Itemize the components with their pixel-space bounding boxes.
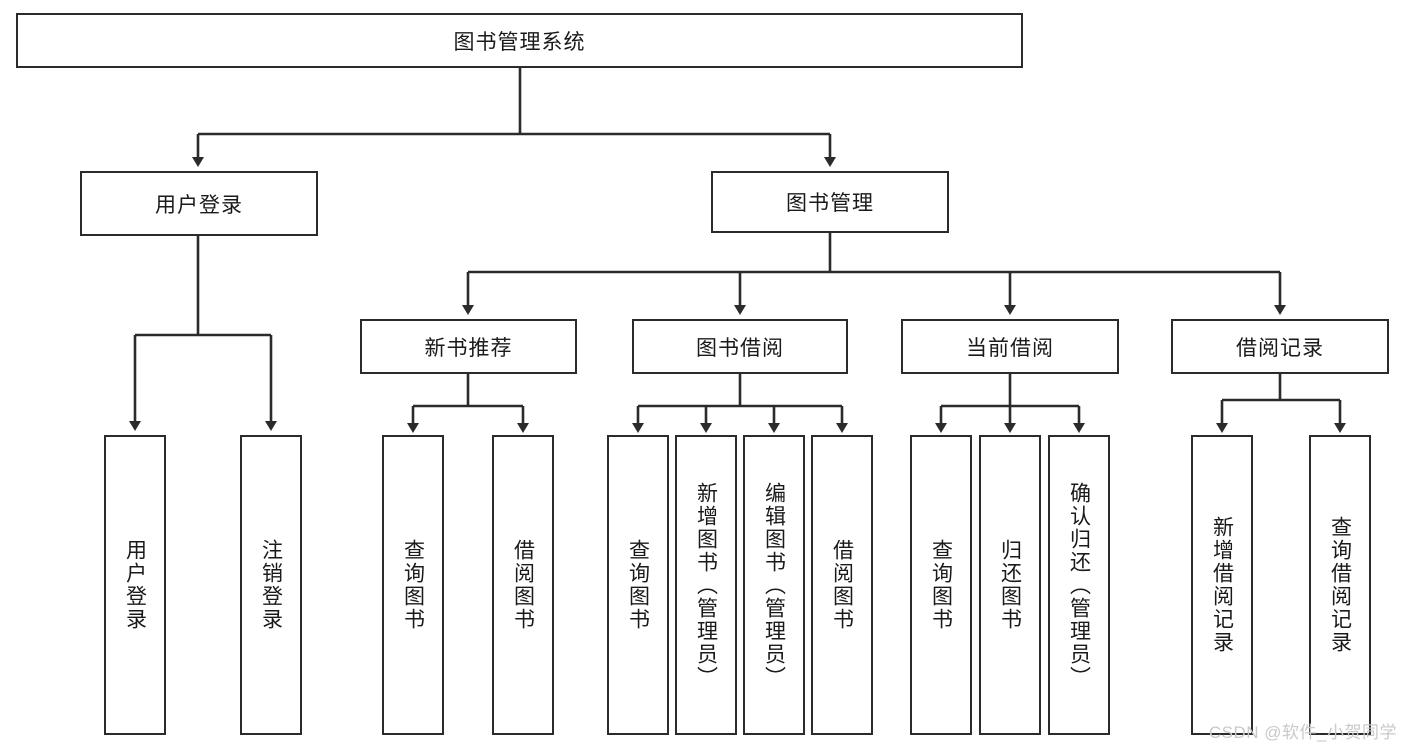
node-label: 查询借阅记录 bbox=[1328, 516, 1352, 654]
node-label: 借阅记录 bbox=[1236, 336, 1324, 360]
node-root-system[interactable]: 图书管理系统 bbox=[16, 13, 1023, 68]
leaf-borrow-book[interactable]: 借阅图书 bbox=[811, 435, 873, 735]
node-label: 用户登录 bbox=[155, 193, 243, 217]
node-label: 新增图书（管理员） bbox=[694, 481, 718, 689]
node-label: 查询图书 bbox=[626, 539, 650, 631]
leaf-user-login[interactable]: 用户登录 bbox=[104, 435, 166, 735]
node-label: 借阅图书 bbox=[830, 539, 854, 631]
node-label: 图书借阅 bbox=[696, 336, 784, 360]
leaf-user-logout[interactable]: 注销登录 bbox=[240, 435, 302, 735]
leaf-current-confirm-return[interactable]: 确认归还（管理员） bbox=[1048, 435, 1110, 735]
node-book-borrow[interactable]: 图书借阅 bbox=[632, 319, 848, 374]
node-label: 借阅图书 bbox=[511, 539, 535, 631]
node-label: 新书推荐 bbox=[424, 336, 513, 360]
node-label: 查询图书 bbox=[401, 539, 425, 631]
leaf-current-query-book[interactable]: 查询图书 bbox=[910, 435, 972, 735]
leaf-borrow-query-book[interactable]: 查询图书 bbox=[607, 435, 669, 735]
node-borrow-record[interactable]: 借阅记录 bbox=[1171, 319, 1389, 374]
leaf-borrow-edit-book[interactable]: 编辑图书（管理员） bbox=[743, 435, 805, 735]
watermark-text: CSDN @软件_小贺同学 bbox=[1208, 723, 1397, 742]
node-label: 注销登录 bbox=[259, 539, 283, 631]
leaf-new-book-query[interactable]: 查询图书 bbox=[382, 435, 444, 735]
node-label: 新增借阅记录 bbox=[1210, 516, 1234, 654]
leaf-record-query[interactable]: 查询借阅记录 bbox=[1309, 435, 1371, 735]
leaf-current-return-book[interactable]: 归还图书 bbox=[979, 435, 1041, 735]
node-new-book-recommend[interactable]: 新书推荐 bbox=[360, 319, 577, 374]
node-label: 确认归还（管理员） bbox=[1067, 481, 1091, 689]
node-label: 归还图书 bbox=[998, 539, 1022, 631]
leaf-new-book-borrow[interactable]: 借阅图书 bbox=[492, 435, 554, 735]
node-user-login[interactable]: 用户登录 bbox=[80, 171, 318, 236]
node-label: 图书管理 bbox=[786, 192, 874, 215]
node-label: 用户登录 bbox=[123, 539, 147, 631]
node-current-borrow[interactable]: 当前借阅 bbox=[901, 319, 1119, 374]
node-book-management[interactable]: 图书管理 bbox=[711, 171, 949, 233]
node-label: 图书管理系统 bbox=[453, 30, 586, 54]
node-label: 查询图书 bbox=[929, 539, 953, 631]
node-label: 编辑图书（管理员） bbox=[762, 481, 786, 689]
leaf-borrow-add-book[interactable]: 新增图书（管理员） bbox=[675, 435, 737, 735]
leaf-record-add[interactable]: 新增借阅记录 bbox=[1191, 435, 1253, 735]
node-label: 当前借阅 bbox=[966, 336, 1054, 360]
